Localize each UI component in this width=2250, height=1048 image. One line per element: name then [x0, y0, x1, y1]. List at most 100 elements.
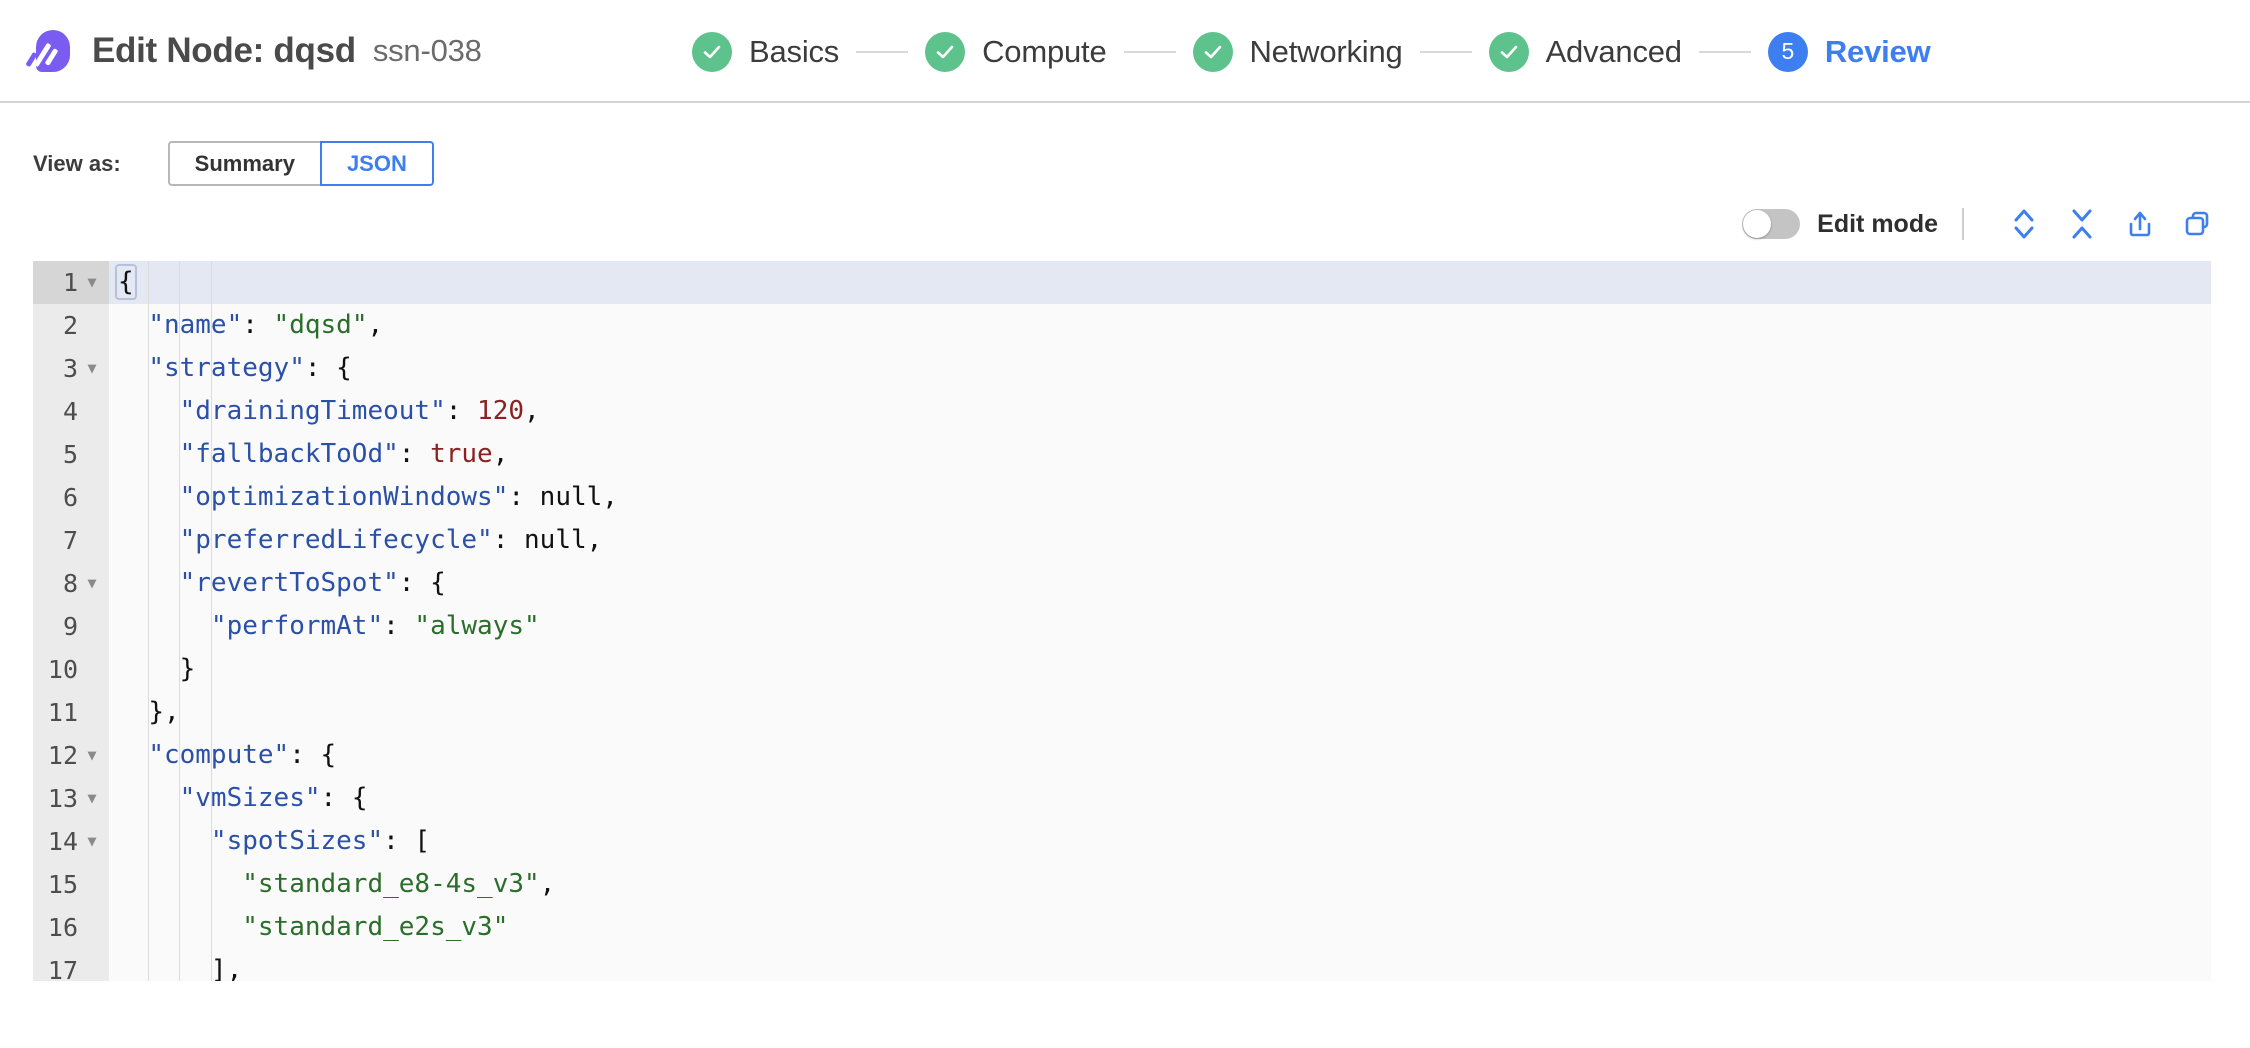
json-token-punct: ,: [586, 525, 603, 555]
copy-icon[interactable]: [2176, 202, 2220, 246]
line-number: 10: [47, 655, 78, 684]
code-line[interactable]: "optimizationWindows": null,: [117, 476, 2211, 519]
code-line[interactable]: "vmSizes": {: [117, 777, 2211, 820]
json-editor[interactable]: 1▼2▼3▼4▼5▼6▼7▼8▼9▼10▼11▼12▼13▼14▼15▼16▼1…: [33, 261, 2211, 981]
json-token-punct: ,: [492, 439, 509, 469]
json-token-key: "revertToSpot": [179, 568, 399, 598]
toggle-knob: [1743, 210, 1772, 238]
editor-code-area[interactable]: { "name": "dqsd", "strategy": { "drainin…: [109, 261, 2211, 981]
json-token-str: "standard_e2s_v3": [242, 912, 509, 942]
json-token-punct: ,: [367, 310, 384, 340]
view-as-row: View as: Summary JSON: [0, 103, 2250, 187]
step-connector: [856, 50, 909, 53]
line-number: 3: [62, 354, 78, 383]
gutter-line: 15▼: [33, 863, 109, 906]
wizard-step-compute[interactable]: Compute: [925, 31, 1107, 72]
code-line[interactable]: {: [109, 261, 2211, 304]
step-label: Networking: [1249, 33, 1403, 69]
spot-logo-icon: [24, 28, 70, 74]
export-icon[interactable]: [2118, 202, 2162, 246]
line-number: 9: [62, 612, 78, 641]
view-as-segmented-control[interactable]: Summary JSON: [167, 141, 434, 186]
fold-arrow-icon[interactable]: ▼: [87, 789, 97, 807]
code-line[interactable]: ],: [117, 949, 2211, 981]
editor-toolbar: Edit mode: [0, 187, 2250, 261]
code-line[interactable]: }: [117, 648, 2211, 691]
line-number: 4: [62, 397, 78, 426]
gutter-line: 17▼: [33, 949, 109, 981]
gutter-line: 8▼: [33, 562, 109, 605]
check-icon: [1488, 31, 1529, 72]
json-token-punct: ,: [524, 396, 540, 426]
code-line[interactable]: "strategy": {: [117, 347, 2211, 390]
wizard-step-networking[interactable]: Networking: [1192, 31, 1403, 72]
check-icon: [1192, 31, 1233, 72]
code-line[interactable]: "name": "dqsd",: [117, 304, 2211, 347]
gutter-line: 12▼: [33, 734, 109, 777]
json-token-bool: true: [430, 439, 493, 469]
toolbar-divider: [1962, 208, 1964, 240]
json-token-punct: :: [242, 310, 274, 340]
json-token-punct: : [: [383, 826, 431, 856]
gutter-line: 3▼: [33, 347, 109, 390]
line-number: 6: [62, 483, 78, 512]
code-line[interactable]: "preferredLifecycle": null,: [117, 519, 2211, 562]
gutter-line: 7▼: [33, 519, 109, 562]
page-title: Edit Node: dqsd: [92, 30, 356, 70]
code-line[interactable]: "spotSizes": [: [117, 820, 2211, 863]
json-token-key: "vmSizes": [179, 783, 321, 813]
step-label: Compute: [982, 33, 1107, 69]
code-line[interactable]: "performAt": "always": [117, 605, 2211, 648]
code-line[interactable]: "revertToSpot": {: [117, 562, 2211, 605]
code-line[interactable]: },: [117, 691, 2211, 734]
fold-arrow-icon[interactable]: ▼: [87, 574, 97, 592]
json-token-key: "compute": [148, 740, 290, 770]
json-token-punct: }: [179, 654, 196, 684]
json-token-key: "drainingTimeout": [179, 396, 446, 426]
fold-arrow-icon[interactable]: ▼: [87, 359, 97, 377]
step-connector: [1123, 50, 1176, 53]
fold-arrow-icon[interactable]: ▼: [87, 832, 97, 850]
fold-arrow-icon[interactable]: ▼: [87, 273, 97, 291]
line-number: 13: [47, 784, 78, 813]
line-number: 1: [62, 268, 78, 297]
json-token-punct: :: [398, 439, 431, 469]
gutter-line: 4▼: [33, 390, 109, 433]
json-token-key: "optimizationWindows": [179, 482, 509, 512]
line-number: 7: [62, 526, 78, 555]
json-token-punct: : {: [304, 353, 352, 383]
json-token-punct: :: [508, 482, 540, 512]
gutter-line: 10▼: [33, 648, 109, 691]
fold-arrow-icon[interactable]: ▼: [87, 746, 97, 764]
check-icon: [692, 31, 732, 72]
wizard-step-basics[interactable]: Basics: [692, 31, 839, 72]
code-line[interactable]: "fallbackToOd": true,: [117, 433, 2211, 476]
collapse-all-icon[interactable]: [2060, 202, 2104, 246]
expand-all-icon[interactable]: [2002, 202, 2046, 246]
code-line[interactable]: "standard_e2s_v3": [117, 906, 2211, 949]
code-line[interactable]: "standard_e8-4s_v3",: [117, 863, 2211, 906]
line-number: 17: [47, 956, 78, 981]
line-number: 8: [62, 569, 78, 598]
view-as-option-json[interactable]: JSON: [319, 141, 434, 186]
json-token-punct: ],: [210, 955, 243, 981]
gutter-line: 13 ▼: [33, 777, 109, 820]
code-line[interactable]: "compute": {: [117, 734, 2211, 777]
code-line[interactable]: "drainingTimeout": 120,: [117, 390, 2211, 433]
json-token-key: "strategy": [148, 353, 305, 383]
json-token-punct: :: [492, 525, 525, 555]
line-number: 5: [62, 440, 78, 469]
wizard-step-advanced[interactable]: Advanced: [1488, 31, 1682, 72]
editor-gutter: 1▼2▼3▼4▼5▼6▼7▼8▼9▼10▼11▼12▼13▼14▼15▼16▼1…: [33, 261, 109, 981]
gutter-line: 14▼: [33, 820, 109, 863]
edit-mode-toggle[interactable]: [1742, 209, 1801, 239]
json-token-punct: : {: [320, 783, 368, 813]
json-token-punct: ,: [602, 482, 618, 512]
json-token-str: "standard_e8-4s_v3": [242, 869, 540, 899]
json-token-null: null: [524, 525, 587, 555]
step-label: Advanced: [1545, 33, 1682, 69]
view-as-option-summary[interactable]: Summary: [167, 141, 320, 186]
